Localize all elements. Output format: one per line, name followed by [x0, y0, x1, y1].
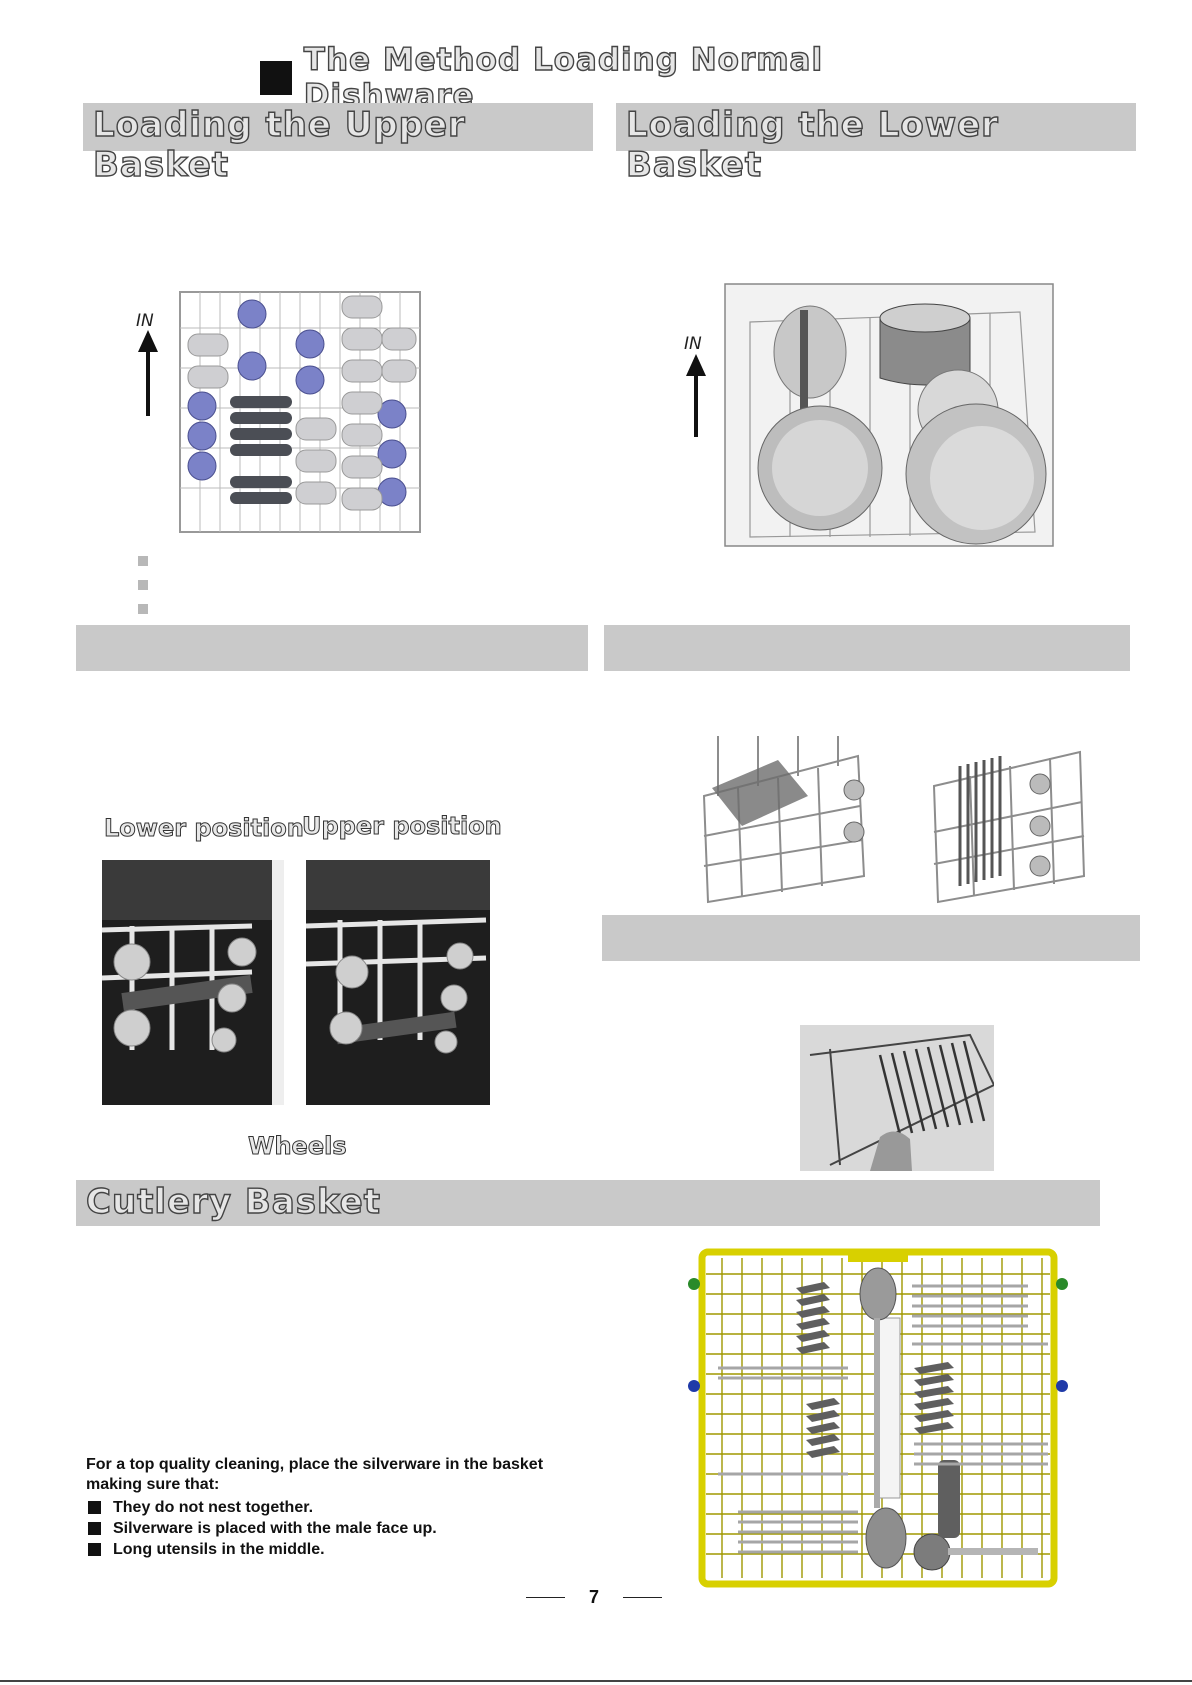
page-title: The Method Loading Normal Dishware: [260, 41, 960, 115]
cutlery-bullet-text: Long utensils in the middle.: [113, 1540, 325, 1558]
in-label-lower: IN: [684, 334, 702, 354]
cutlery-intro: For a top quality cleaning, place the si…: [86, 1456, 544, 1493]
upper-basket-header: Loading the Upper Basket: [83, 103, 593, 186]
cutlery-basket-header: Cutlery Basket: [76, 1180, 1100, 1226]
bullet-square-icon: [138, 556, 148, 566]
grey-bullets: [138, 556, 148, 628]
lower-position-label: Lower position: [104, 814, 305, 843]
arrow-up-icon: [138, 330, 158, 352]
bottom-rule: [0, 1680, 1192, 1682]
plate-rack-photo: [800, 1025, 994, 1171]
in-label-upper: IN: [136, 311, 154, 331]
cutlery-bullet-text: They do not nest together.: [113, 1498, 314, 1516]
page-number-rule-right: [623, 1596, 662, 1598]
upper-position-photo: [306, 860, 490, 1105]
adjust-upper-basket-header: [76, 625, 588, 671]
page-number-rule-left: [526, 1596, 565, 1598]
lower-basket-title: Loading the Lower Basket: [625, 104, 999, 185]
plate-racks-header: [602, 915, 1140, 961]
cutlery-bullet-text: Silverware is placed with the male face …: [113, 1519, 437, 1537]
cutlery-basket-figure: [688, 1248, 1068, 1588]
cutlery-bullet-list: They do not nest together. Silverware is…: [86, 1497, 546, 1560]
page-title-text: The Method Loading Normal Dishware: [303, 41, 824, 114]
bullet-square-icon: [138, 580, 148, 590]
cutlery-instructions: For a top quality cleaning, place the si…: [86, 1455, 546, 1560]
bullet-square-icon: [138, 604, 148, 614]
cutlery-basket-title: Cutlery Basket: [85, 1181, 381, 1222]
arrow-up-icon: [686, 354, 706, 376]
list-item: Long utensils in the middle.: [86, 1539, 546, 1560]
bullet-square-icon: [88, 1522, 101, 1535]
bullet-square-icon: [88, 1501, 101, 1514]
folding-rack-up-figure: [930, 736, 1086, 908]
lower-position-photo: [102, 860, 284, 1105]
upper-position-label: Upper position: [302, 812, 503, 841]
list-item: Silverware is placed with the male face …: [86, 1518, 546, 1539]
list-item: They do not nest together.: [86, 1497, 546, 1518]
lower-basket-figure: IN: [680, 282, 1055, 552]
upper-basket-figure: IN: [130, 288, 430, 538]
upper-basket-title: Loading the Upper Basket: [92, 104, 466, 185]
folding-racks-header: [604, 625, 1130, 671]
folding-rack-down-figure: [698, 736, 870, 908]
page-number-text: 7: [588, 1586, 599, 1607]
page-number: 7: [502, 1585, 686, 1609]
bullet-square-icon: [88, 1543, 101, 1556]
wheels-caption: Wheels: [248, 1132, 348, 1161]
lower-basket-header: Loading the Lower Basket: [616, 103, 1136, 186]
title-square-icon: [260, 61, 292, 95]
